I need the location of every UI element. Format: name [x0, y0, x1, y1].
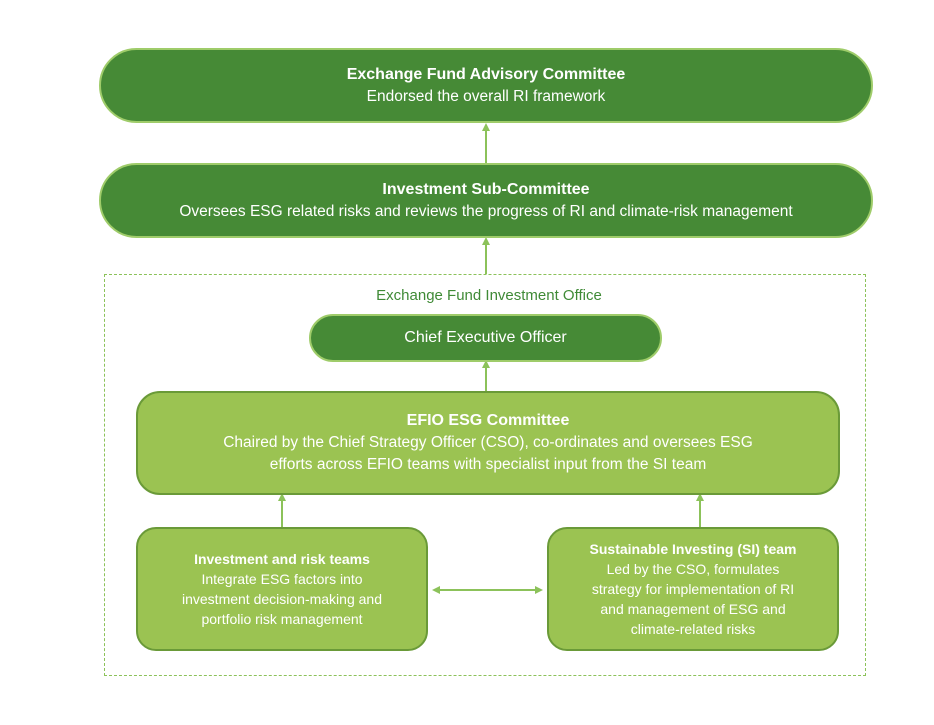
si-team-line: and management of ESG and [600, 601, 786, 617]
esg-committee-title: EFIO ESG Committee [406, 412, 570, 429]
si-team-box: Sustainable Investing (SI) team Led by t… [547, 527, 839, 651]
investment-teams-line: investment decision-making and [182, 591, 382, 607]
investment-teams-title: Investment and risk teams [194, 551, 370, 567]
investment-teams-box: Investment and risk teams Integrate ESG … [136, 527, 428, 651]
sub-committee-desc: Oversees ESG related risks and reviews t… [179, 202, 793, 220]
sub-committee-title: Investment Sub-Committee [382, 180, 590, 198]
investment-office-boundary [104, 274, 866, 676]
ceo-box: Chief Executive Officer [309, 314, 662, 362]
investment-office-label: Exchange Fund Investment Office [376, 287, 602, 304]
advisory-committee-desc: Endorsed the overall RI framework [366, 87, 606, 105]
ceo-title: Chief Executive Officer [404, 329, 567, 346]
advisory-committee-box: Exchange Fund Advisory Committee Endorse… [99, 48, 873, 123]
si-team-line: climate-related risks [630, 621, 756, 637]
esg-committee-desc-line2: efforts across EFIO teams with specialis… [269, 456, 707, 473]
si-team-line: strategy for implementation of RI [591, 581, 795, 597]
esg-committee-box: EFIO ESG Committee Chaired by the Chief … [136, 391, 840, 495]
sub-committee-box: Investment Sub-Committee Oversees ESG re… [99, 163, 873, 238]
si-team-line: Led by the CSO, formulates [606, 561, 780, 577]
investment-teams-line: portfolio risk management [201, 611, 363, 627]
investment-teams-line: Integrate ESG factors into [201, 571, 363, 587]
si-team-title: Sustainable Investing (SI) team [589, 541, 797, 557]
advisory-committee-title: Exchange Fund Advisory Committee [346, 65, 626, 83]
esg-committee-desc-line1: Chaired by the Chief Strategy Officer (C… [223, 434, 753, 451]
